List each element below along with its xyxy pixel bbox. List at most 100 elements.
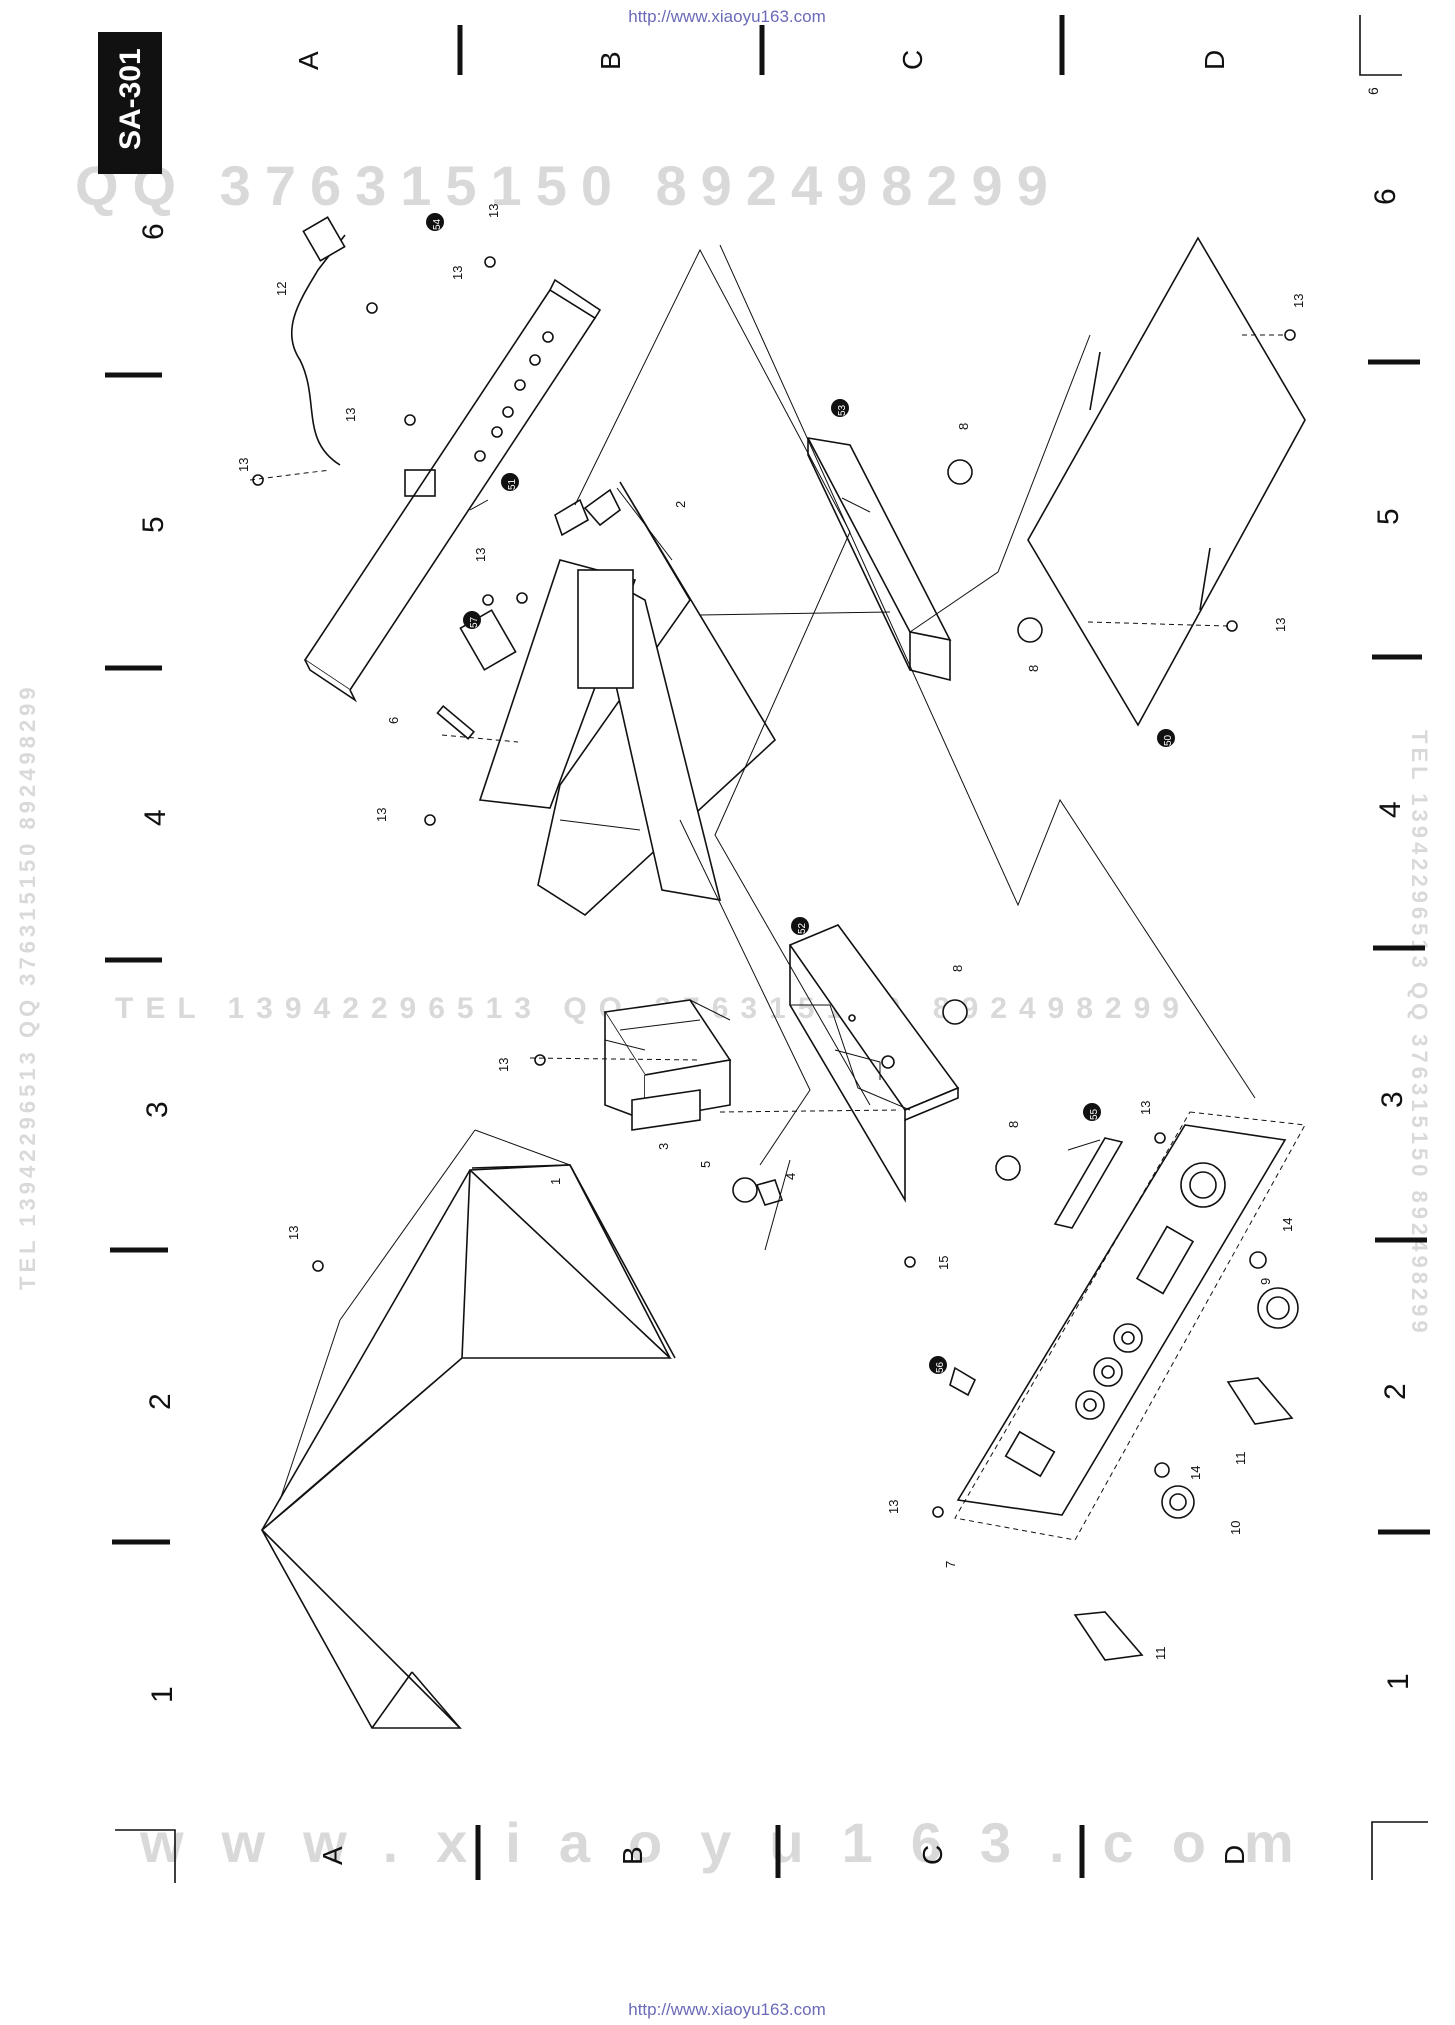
part-bottom-plate <box>1027 236 1306 727</box>
grid-ticks-right <box>1368 359 1430 1535</box>
part-knob-large <box>1257 1287 1299 1329</box>
callout-9: 9 <box>1258 1278 1273 1285</box>
callout-55-badge <box>1083 1103 1101 1121</box>
callout-13k: 13 <box>1291 294 1306 308</box>
callout-11b: 11 <box>1153 1647 1168 1661</box>
grid-number-left-2: 2 <box>144 1393 177 1410</box>
part-power-cord <box>290 216 346 466</box>
grid-ticks-bottom <box>475 1825 1085 1880</box>
callout-8d: 8 <box>1006 1121 1021 1128</box>
callout-8b: 8 <box>1026 665 1041 672</box>
callout-12: 12 <box>274 282 289 296</box>
callout-13l: 13 <box>1273 618 1288 632</box>
part-fuse <box>436 704 476 740</box>
callout-5: 5 <box>698 1161 713 1168</box>
grid-number-left-6: 6 <box>137 223 170 240</box>
grid-ticks-top <box>457 15 1065 75</box>
callout-55: 55 <box>1089 1108 1100 1120</box>
grid-number-left-4: 4 <box>139 809 172 826</box>
callout-4: 4 <box>783 1173 798 1180</box>
grid-number-right-3: 3 <box>1376 1091 1409 1108</box>
part-knob-small <box>1161 1485 1195 1519</box>
callout-7: 7 <box>943 1561 958 1568</box>
part-main-board <box>478 481 777 917</box>
model-badge: SA-301 <box>98 32 162 174</box>
callout-2: 2 <box>673 501 688 508</box>
callout-51-badge <box>501 473 519 491</box>
grid-letter-bottom-a: A <box>317 1846 348 1865</box>
callout-56: 56 <box>935 1361 946 1373</box>
watermark-side-left: TEL 13942296513 QQ 376315150 892498299 <box>15 683 40 1290</box>
callout-13j: 13 <box>1138 1101 1153 1115</box>
grid-letter-bottom-d: D <box>1219 1845 1250 1865</box>
part-lamp-bar <box>1053 1137 1124 1229</box>
grid-letter-top-d: D <box>1199 50 1230 70</box>
screw-icon <box>252 256 1296 1518</box>
grid-number-right-1: 1 <box>1382 1673 1415 1690</box>
callout-56-badge <box>929 1356 947 1374</box>
grid-letter-top-b: B <box>595 51 626 70</box>
page-number: 6 <box>1365 87 1381 95</box>
watermark-url-bottom: http://www.xiaoyu163.com <box>628 2000 825 2019</box>
part-top-cover <box>260 1129 676 1729</box>
part-front-panel <box>954 1111 1306 1541</box>
grid-letter-bottom-c: C <box>917 1845 948 1865</box>
callout-13e: 13 <box>473 548 488 562</box>
callout-8c: 8 <box>950 965 965 972</box>
callout-54-badge <box>426 213 444 231</box>
callout-13h: 13 <box>286 1226 301 1240</box>
callout-54: 54 <box>432 218 443 230</box>
grid-ticks-left <box>105 372 170 1545</box>
part-foot <box>942 459 1043 1181</box>
part-bottom-bracket <box>788 924 960 1203</box>
callout-13b: 13 <box>343 408 358 422</box>
callout-15: 15 <box>936 1256 951 1270</box>
assembly-guide-lines <box>249 244 1286 1251</box>
callout-50-badge <box>1157 729 1175 747</box>
callout-13f: 13 <box>374 808 389 822</box>
callout-14a: 14 <box>1280 1218 1295 1232</box>
callout-labels: 1 2 3 4 5 6 7 8 8 8 8 9 10 11 11 12 13 1… <box>236 204 1306 1660</box>
part-knob-collar <box>1154 1251 1267 1478</box>
grid-number-right-4: 4 <box>1374 801 1407 818</box>
watermark-qq-line: QQ 376315150 892498299 <box>75 154 1062 217</box>
grid-number-left-5: 5 <box>137 516 170 533</box>
grid-letter-top-c: C <box>897 50 928 70</box>
part-lever-left <box>1073 1611 1144 1661</box>
callout-13g: 13 <box>496 1058 511 1072</box>
grid-number-right-6: 6 <box>1369 188 1402 205</box>
part-transformer <box>603 999 732 1131</box>
callout-50: 50 <box>1163 734 1174 746</box>
watermark-url-top: http://www.xiaoyu163.com <box>628 7 825 26</box>
watermark-side-right: TEL 13942296513 QQ 376315150 892498299 <box>1407 730 1432 1337</box>
callout-53: 53 <box>837 404 848 416</box>
corner-marks <box>115 15 1428 1883</box>
callout-57-badge <box>463 611 481 629</box>
callout-13c: 13 <box>450 266 465 280</box>
callout-53-badge <box>831 399 849 417</box>
callout-13i: 13 <box>886 1500 901 1514</box>
callout-51: 51 <box>507 478 518 490</box>
part-rear-panel <box>303 278 602 703</box>
grid-number-left-1: 1 <box>146 1686 179 1703</box>
callout-10: 10 <box>1228 1521 1243 1535</box>
part-lever-right <box>1226 1377 1294 1425</box>
callout-57: 57 <box>469 616 480 628</box>
grid-letter-top-a: A <box>293 51 324 70</box>
callout-13d: 13 <box>486 204 501 218</box>
callout-8a: 8 <box>956 423 971 430</box>
callout-6: 6 <box>386 717 401 724</box>
callout-52: 52 <box>797 922 808 934</box>
grid-number-left-3: 3 <box>141 1101 174 1118</box>
callout-13a: 13 <box>236 458 251 472</box>
callout-3: 3 <box>656 1143 671 1150</box>
grid-number-right-5: 5 <box>1372 508 1405 525</box>
callout-11a: 11 <box>1233 1452 1248 1466</box>
part-clip <box>949 1366 977 1397</box>
watermark-site-line: www.xiaoyu163.com <box>139 1811 1332 1874</box>
model-label: SA-301 <box>114 48 147 150</box>
grid-number-right-2: 2 <box>1379 1383 1412 1400</box>
grid-letter-bottom-b: B <box>617 1846 648 1865</box>
